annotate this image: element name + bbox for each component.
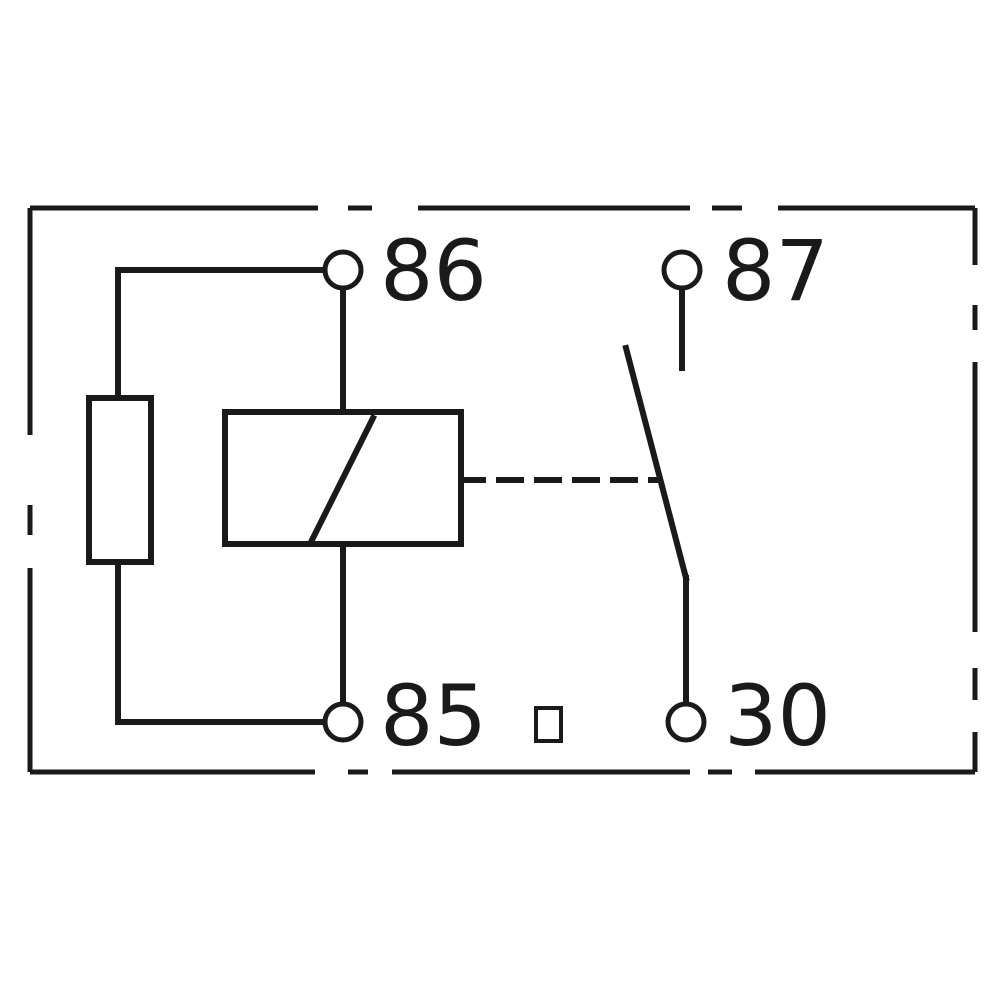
label-30: 30	[724, 667, 831, 765]
label-86: 86	[380, 222, 487, 320]
switch-arm	[622, 344, 690, 582]
label-85: 85	[380, 667, 487, 765]
terminal-30	[665, 701, 707, 743]
terminal-85	[322, 701, 364, 743]
resistor	[86, 395, 154, 565]
terminal-86	[322, 249, 364, 291]
resistor-branch	[86, 267, 328, 725]
coil	[222, 287, 464, 705]
coil-slash	[307, 413, 378, 545]
switch-contact	[622, 287, 690, 705]
square-marker	[534, 706, 563, 743]
label-87: 87	[722, 222, 829, 320]
terminal-87	[661, 249, 703, 291]
housing-frame	[27, 205, 978, 775]
